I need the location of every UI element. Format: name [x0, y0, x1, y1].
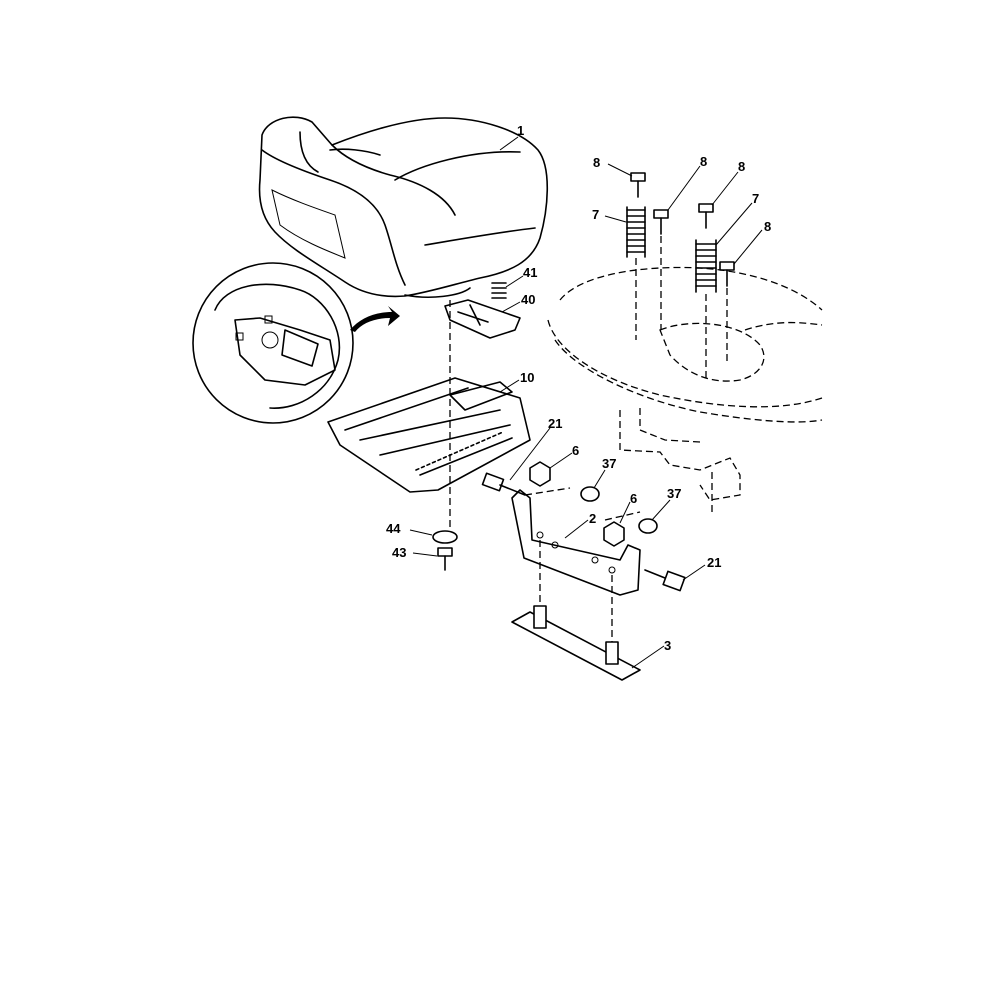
callout-43: 43 [392, 545, 406, 560]
washer-part-44 [432, 530, 458, 544]
callout-37-a: 37 [602, 456, 616, 471]
bracket-axis-lines [524, 487, 641, 650]
spring-part-7-right [695, 239, 717, 293]
callout-8-d: 8 [764, 219, 771, 234]
callout-21-a: 21 [548, 416, 562, 431]
callout-44: 44 [386, 521, 401, 536]
callout-21-b: 21 [707, 555, 721, 570]
fender-frame-outline [547, 266, 823, 515]
compression-spring-part-41 [491, 282, 507, 299]
spring-part-7-left [626, 206, 646, 258]
washer-part-37-right [638, 518, 658, 534]
callout-41: 41 [523, 265, 537, 280]
callout-2: 2 [589, 511, 596, 526]
nut-part-6-right [603, 521, 625, 547]
callout-7-b: 7 [752, 191, 759, 206]
callout-40: 40 [521, 292, 535, 307]
bolt-part-8-c [698, 203, 714, 229]
nut-part-6-left [529, 461, 551, 487]
callout-8-a: 8 [593, 155, 600, 170]
callout-7-a: 7 [592, 207, 599, 222]
bolt-axis-lines [635, 236, 728, 378]
seat-part-1 [258, 116, 549, 298]
callout-6-a: 6 [572, 443, 579, 458]
mount-plate-part-3 [511, 605, 641, 681]
callout-labels: 1 8 8 8 7 7 8 41 40 10 21 6 37 6 37 2 21 [386, 123, 771, 669]
bolt-part-8-d [719, 261, 735, 287]
callout-8-c: 8 [738, 159, 745, 174]
callout-10: 10 [520, 370, 534, 385]
callout-6-b: 6 [630, 491, 637, 506]
washer-part-37-left [580, 486, 600, 502]
seat-plate-part-10 [327, 377, 531, 493]
callout-1: 1 [517, 123, 524, 138]
callout-8-b: 8 [700, 154, 707, 169]
bolt-part-8-a [630, 172, 646, 198]
seat-bracket-part-40 [444, 299, 521, 339]
latch-detail-inset [192, 262, 400, 424]
bolt-part-21-right [644, 569, 686, 592]
bolt-part-8-b [653, 209, 669, 235]
bolt-part-43 [437, 547, 453, 571]
callout-3: 3 [664, 638, 671, 653]
callout-37-b: 37 [667, 486, 681, 501]
bolt-part-21-left [481, 472, 526, 496]
